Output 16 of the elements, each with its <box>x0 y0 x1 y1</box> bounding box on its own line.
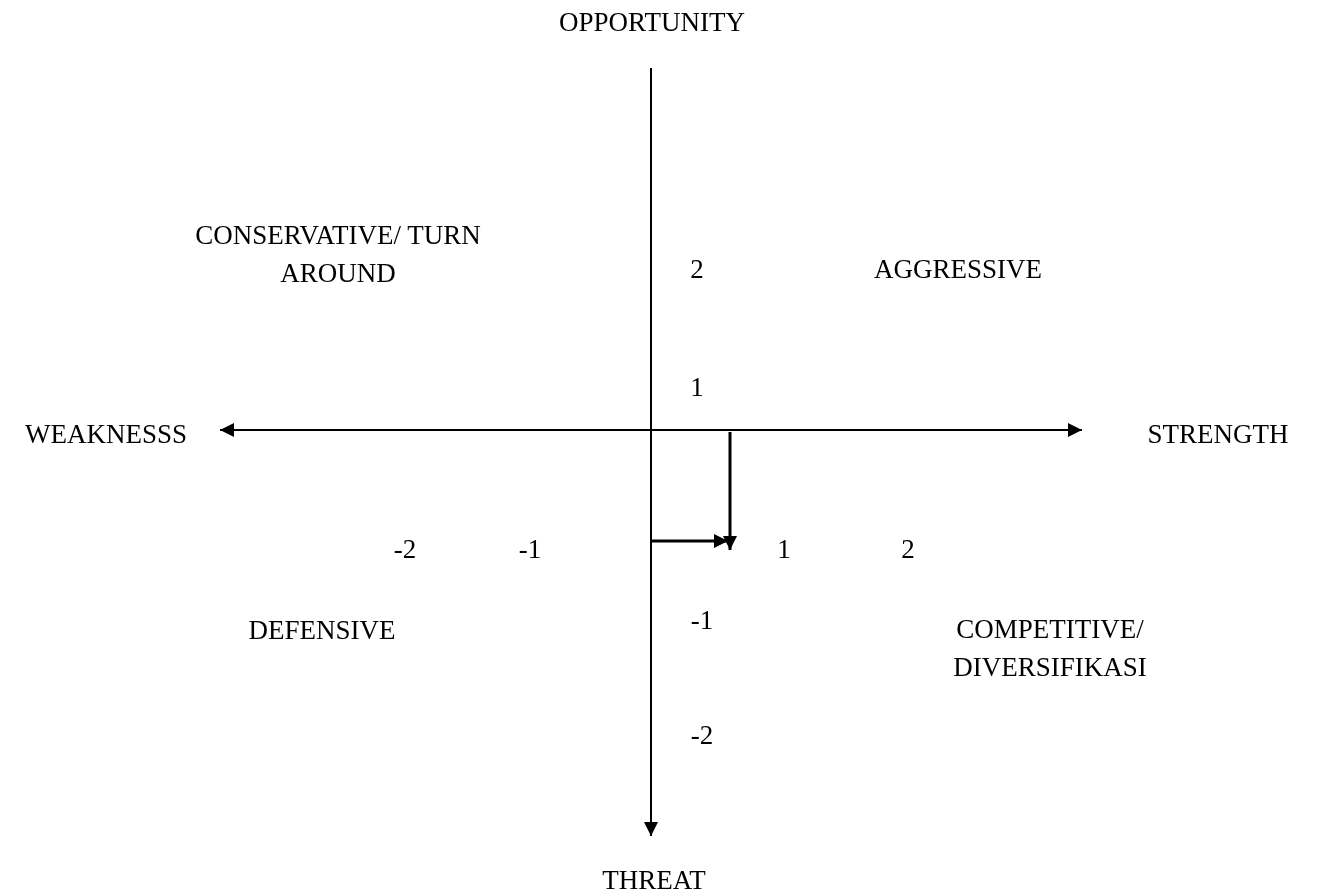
axis-label: STRENGTH <box>1147 418 1289 451</box>
quadrant-label: DEFENSIVE <box>248 614 396 647</box>
tick-label: 1 <box>777 533 791 566</box>
axis-label: WEAKNESSS <box>25 418 187 451</box>
axis-label: OPPORTUNITY <box>559 6 745 39</box>
axis-label: THREAT <box>602 864 706 894</box>
tick-label: 1 <box>690 371 704 404</box>
tick-label: -1 <box>518 533 542 566</box>
quadrant-label: COMPETITIVE/ DIVERSIFIKASI <box>952 613 1148 684</box>
tick-label: 2 <box>690 253 704 286</box>
tick-label: -1 <box>690 604 714 637</box>
tick-label: -2 <box>690 719 714 752</box>
tick-label: -2 <box>393 533 417 566</box>
quadrant-label: CONSERVATIVE/ TURN AROUND <box>194 219 482 290</box>
quadrant-label: AGGRESSIVE <box>874 253 1042 286</box>
tick-label: 2 <box>901 533 915 566</box>
